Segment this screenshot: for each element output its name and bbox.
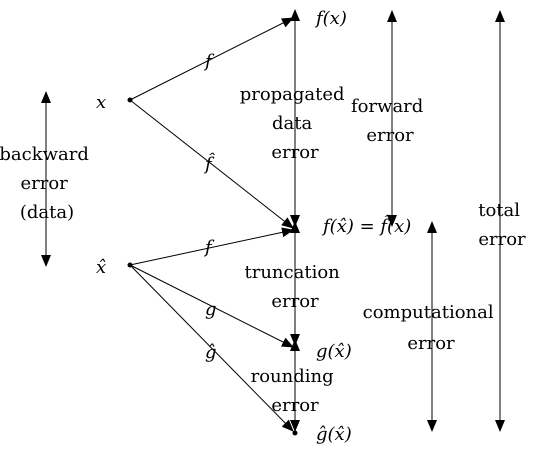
propagated-data-error-label: propagated data error bbox=[240, 84, 351, 163]
backward-error-line-3: (data) bbox=[20, 202, 74, 223]
computational-error-label: computational error bbox=[363, 302, 500, 354]
label-ghatxhat: ĝ(x̂) bbox=[316, 424, 352, 445]
forward-error-label: forward error bbox=[351, 96, 429, 146]
label-map-fhat: f̂ bbox=[203, 152, 215, 175]
computational-line-1: computational bbox=[363, 302, 494, 323]
total-error-line-1: total bbox=[478, 200, 520, 221]
point-gxhat bbox=[292, 345, 298, 351]
rounding-error-label: rounding error bbox=[251, 366, 340, 416]
backward-error-label: backward error (data) bbox=[0, 144, 95, 223]
truncation-line-2: error bbox=[271, 291, 319, 312]
label-fx: f(x) bbox=[314, 8, 347, 29]
backward-error-line-2: error bbox=[20, 173, 68, 194]
computational-line-2: error bbox=[407, 333, 455, 354]
propagated-line-2: data bbox=[272, 113, 312, 134]
label-fxhat-equals-fhatx: f(x̂) = f̂(x) bbox=[321, 214, 411, 237]
arrow-f-xhat-to-fxhat bbox=[129, 227, 294, 266]
point-fxhat bbox=[292, 227, 298, 233]
truncation-error-label: truncation error bbox=[245, 262, 346, 312]
label-x: x bbox=[96, 92, 106, 113]
label-gxhat: g(x̂) bbox=[316, 341, 352, 362]
arrow-f-x-to-fx bbox=[129, 17, 294, 101]
label-map-ghat: ĝ bbox=[205, 342, 217, 363]
label-xhat: x̂ bbox=[96, 257, 106, 278]
arrow-fhat-x-to-fxhat bbox=[129, 99, 294, 229]
rounding-line-1: rounding bbox=[251, 366, 334, 387]
total-error-line-2: error bbox=[478, 229, 526, 250]
backward-error-line-1: backward bbox=[0, 144, 89, 165]
arrow-g-xhat-to-gxhat bbox=[129, 264, 294, 348]
propagated-line-1: propagated bbox=[240, 84, 345, 105]
point-ghatxhat bbox=[292, 430, 298, 436]
arrow-ghat-xhat-to-ghatxhat bbox=[129, 264, 294, 432]
truncation-line-1: truncation bbox=[245, 262, 341, 283]
label-map-g: g bbox=[205, 299, 217, 320]
total-error-label: total error bbox=[478, 200, 526, 250]
point-fx bbox=[292, 14, 298, 20]
forward-error-line-2: error bbox=[366, 125, 414, 146]
propagated-line-3: error bbox=[271, 142, 319, 163]
rounding-line-2: error bbox=[271, 395, 319, 416]
label-map-f-top: f bbox=[203, 51, 215, 72]
forward-error-line-1: forward bbox=[351, 96, 423, 117]
